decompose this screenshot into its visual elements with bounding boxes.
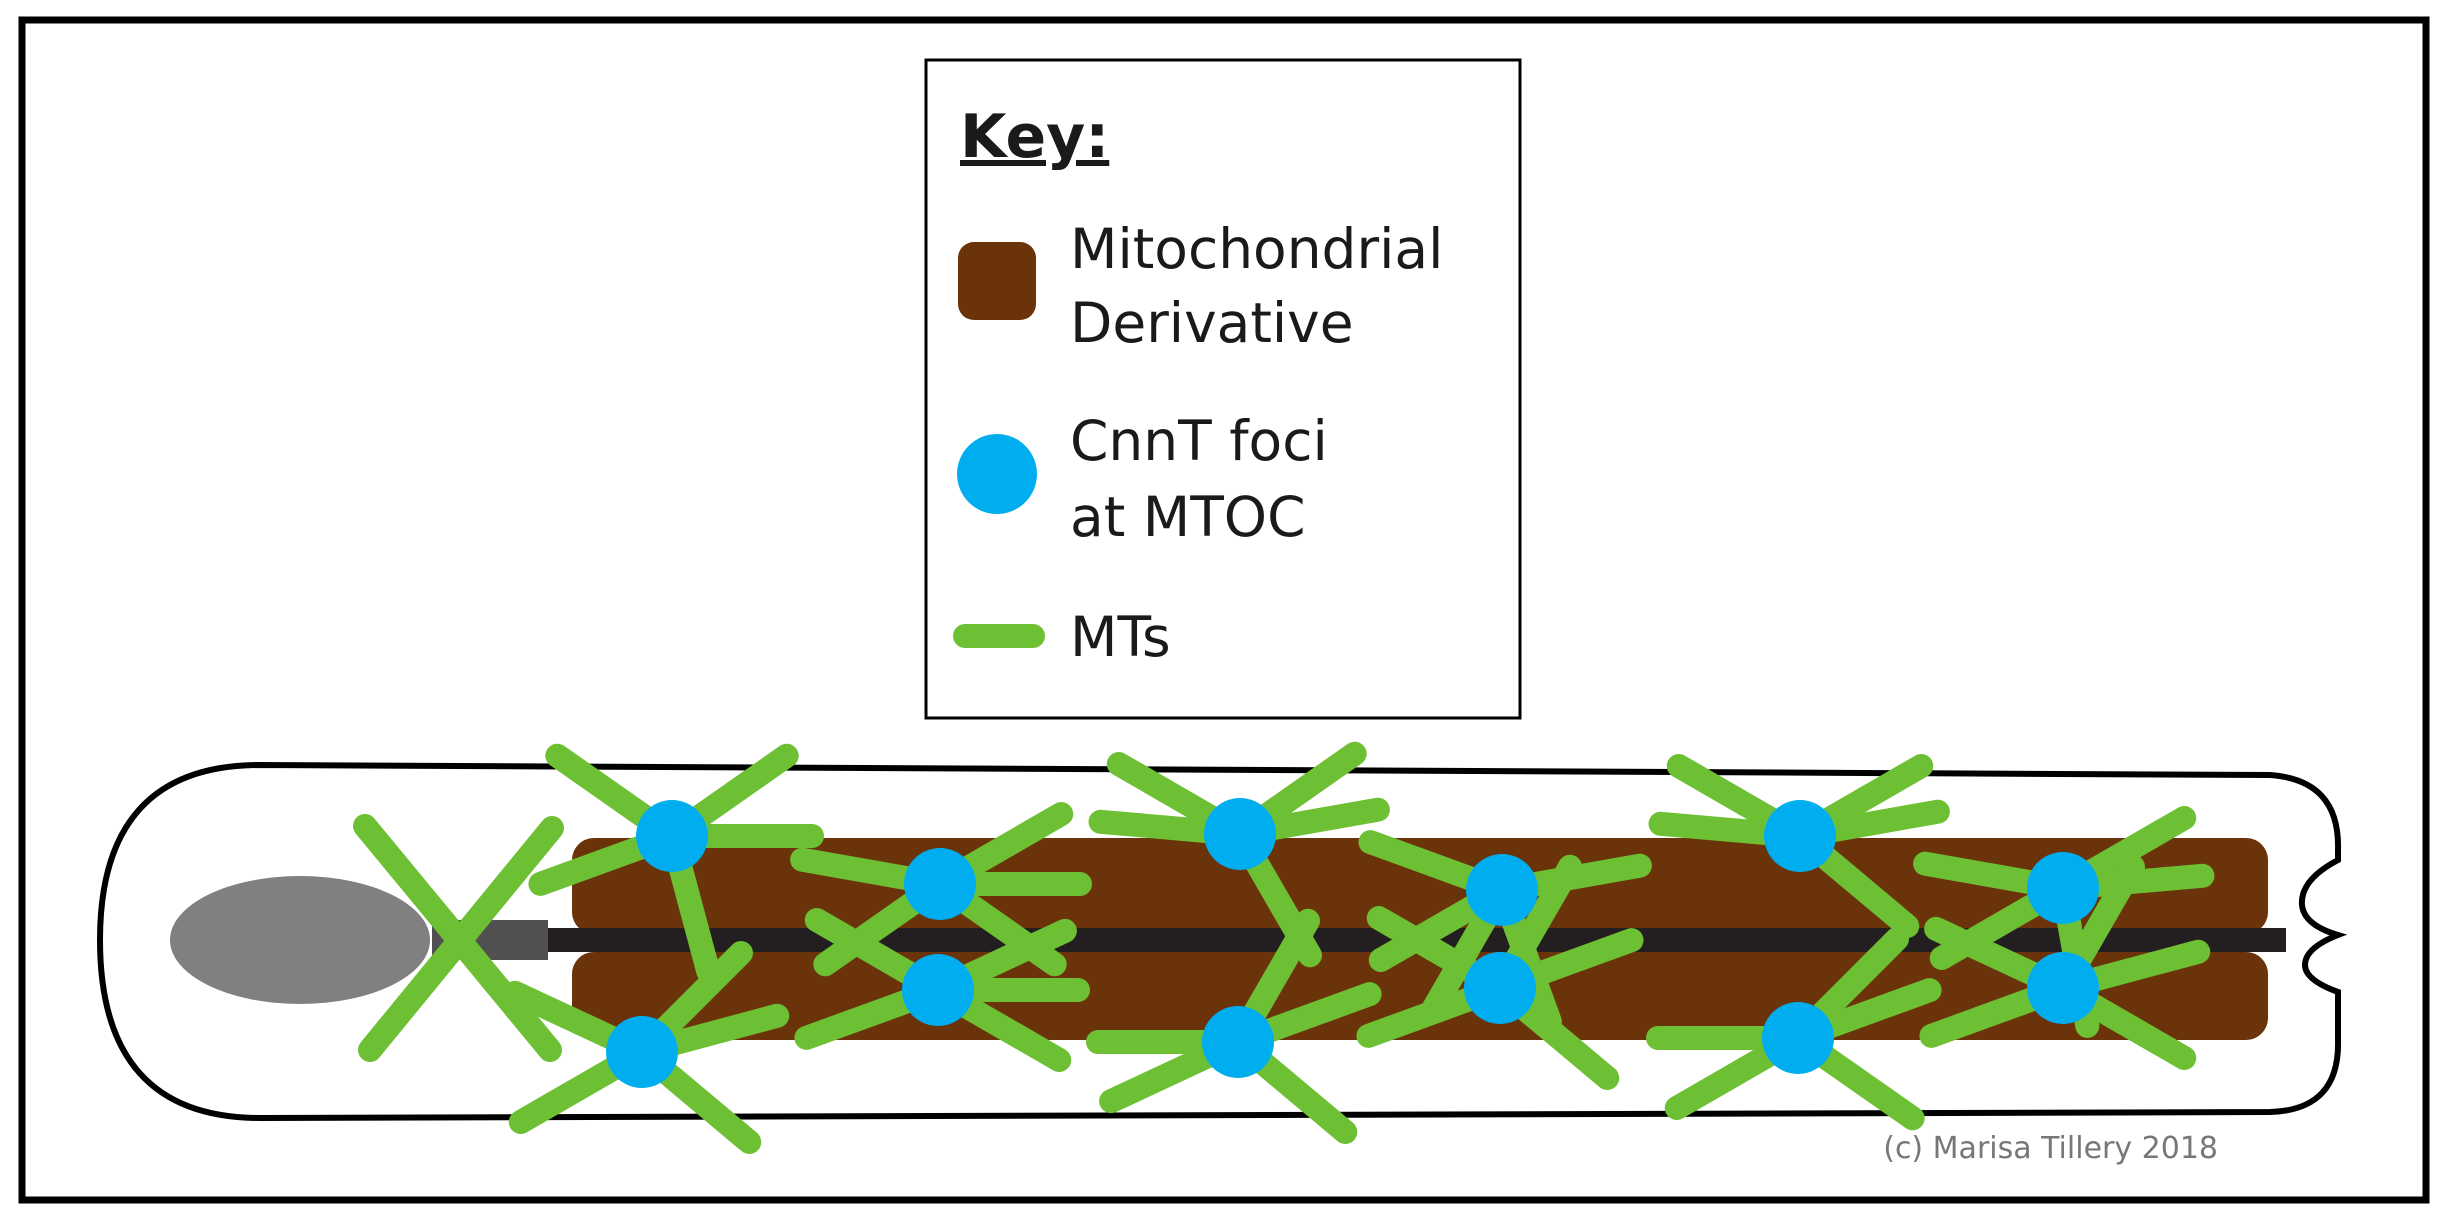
key-label-cnnt-line2: at MTOC [1070,485,1306,549]
key-box: Key: Mitochondrial Derivative CnnT foci … [924,58,1522,720]
cnnt-focus [636,800,708,872]
microtubule-asters [353,741,2215,1154]
cnnt-focus [606,1016,678,1088]
cnnt-focus [1204,798,1276,870]
cnnt-focus [2027,852,2099,924]
key-label-mitochondrial-line2: Derivative [1070,291,1354,355]
nucleus [170,876,430,1004]
cnnt-focus [1764,800,1836,872]
cnnt-focus-dot [957,434,1037,514]
cnnt-focus [2027,952,2099,1024]
key-label-mitochondrial-line1: Mitochondrial [1070,217,1443,281]
cnnt-focus [1464,952,1536,1024]
cnnt-focus [1202,1006,1274,1078]
cnnt-focus [1466,854,1538,926]
key-box-border [924,58,1522,720]
cnnt-focus [902,954,974,1026]
key-label-mts: MTs [1070,605,1171,669]
cnnt-focus [1762,1002,1834,1074]
cnnt-focus [904,848,976,920]
microtubule [358,816,564,1062]
key-title: Key: [960,102,1109,172]
mitochondrial-derivative-swatch [958,242,1036,320]
copyright: (c) Marisa Tillery 2018 [1883,1131,2218,1166]
key-label-cnnt-line1: CnnT foci [1070,409,1328,473]
